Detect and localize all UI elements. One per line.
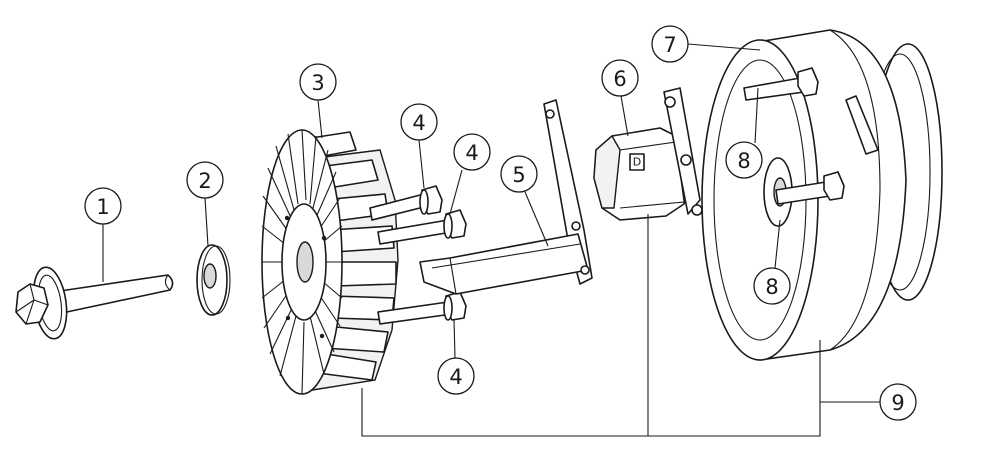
- callout-7: 7: [651, 25, 689, 63]
- callout-4-lower-label: 4: [449, 365, 462, 389]
- part-6-marking: D: [633, 156, 641, 169]
- callout-5: 5: [500, 155, 538, 193]
- callout-9: 9: [879, 383, 917, 421]
- part-5-bracket: [419, 99, 593, 295]
- callout-4-upper-label: 4: [412, 111, 425, 135]
- part-4-bolts: [369, 185, 467, 325]
- callout-3: 3: [299, 63, 337, 101]
- part-1-flange-bolt: [15, 266, 174, 340]
- part-6-terminal-box: D: [593, 87, 703, 221]
- leader-lines: [102, 43, 880, 437]
- callout-4-lower: 4: [437, 357, 475, 395]
- callout-3-label: 3: [311, 71, 324, 95]
- callout-6: 6: [601, 59, 639, 97]
- callout-5-label: 5: [512, 163, 525, 187]
- callout-4-upper: 4: [400, 103, 438, 141]
- callout-2: 2: [186, 161, 224, 199]
- part-6-slot: [629, 153, 645, 171]
- callout-7-label: 7: [663, 33, 676, 57]
- callout-8-lower: 8: [753, 267, 791, 305]
- callout-6-label: 6: [613, 67, 626, 91]
- callout-1: 1: [84, 187, 122, 225]
- callout-2-label: 2: [198, 169, 211, 193]
- part-2-washer: [196, 244, 231, 316]
- callout-8-lower-label: 8: [765, 275, 778, 299]
- callout-9-label: 9: [891, 391, 904, 415]
- part-7-9-motor-housing: [701, 29, 943, 361]
- callout-8-upper-label: 8: [737, 149, 750, 173]
- callout-4-middle: 4: [453, 133, 491, 171]
- callout-4-middle-label: 4: [465, 141, 478, 165]
- part-3-fan-rotor: [261, 129, 399, 395]
- callout-8-upper: 8: [725, 141, 763, 179]
- callout-1-label: 1: [96, 195, 109, 219]
